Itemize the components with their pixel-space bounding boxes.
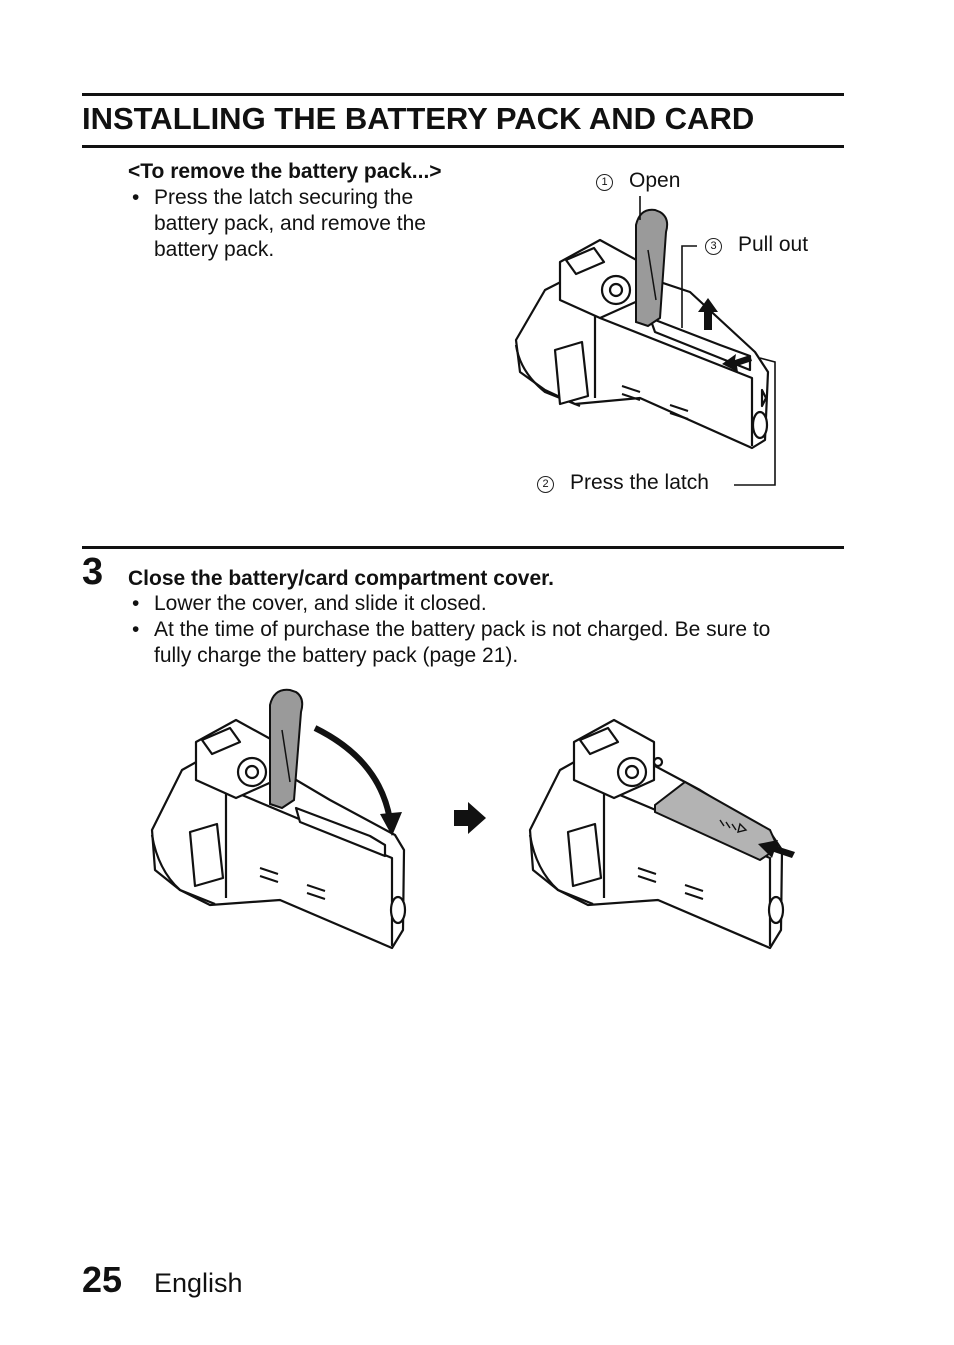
page-title: INSTALLING THE BATTERY PACK AND CARD xyxy=(82,101,755,136)
bullet-line: fully charge the battery pack (page 21). xyxy=(154,644,519,667)
callout-label: Pull out xyxy=(738,233,809,256)
top-rule xyxy=(82,93,844,96)
callout-label: Open xyxy=(629,169,681,192)
right-arrow-icon xyxy=(454,802,486,834)
step-bullet-text: At the time of purchase the battery pack… xyxy=(154,617,770,669)
remove-bullet-text: Press the latch securing the battery pac… xyxy=(154,185,426,263)
bullet-dot: • xyxy=(132,618,140,641)
page-language: English xyxy=(154,1268,243,1298)
step-bullet: • Lower the cover, and slide it closed. xyxy=(132,591,832,617)
callout-number: 1 xyxy=(596,174,613,191)
bullet-dot: • xyxy=(132,592,140,615)
callout-pull-out: 3 Pull out xyxy=(705,232,808,258)
bullet-line: battery pack, and remove the xyxy=(154,212,426,235)
bullet-line: battery pack. xyxy=(154,238,275,261)
step-number: 3 xyxy=(82,551,104,593)
callout-press-latch: 2 Press the latch xyxy=(537,470,709,496)
step-heading: Close the battery/card compartment cover… xyxy=(128,567,554,590)
camera-closed-cover-illustration xyxy=(528,718,795,950)
step-rule xyxy=(82,546,844,549)
step-bullet: • At the time of purchase the battery pa… xyxy=(132,617,832,669)
remove-section-heading: <To remove the battery pack...> xyxy=(128,160,442,183)
bullet-line: Lower the cover, and slide it closed. xyxy=(154,592,487,615)
callout-label: Press the latch xyxy=(570,471,709,494)
callout-number: 2 xyxy=(537,476,554,493)
camera-open-cover-illustration xyxy=(514,196,776,486)
bullet-dot: • xyxy=(132,186,140,209)
callout-open: 1 Open xyxy=(596,168,680,194)
page-number: 25 xyxy=(82,1259,123,1300)
title-underline-rule xyxy=(82,145,844,148)
camera-closing-cover-illustration xyxy=(150,688,407,950)
bullet-line: At the time of purchase the battery pack… xyxy=(154,618,771,641)
callout-number: 3 xyxy=(705,238,722,255)
bullet-line: Press the latch securing the xyxy=(154,186,414,209)
